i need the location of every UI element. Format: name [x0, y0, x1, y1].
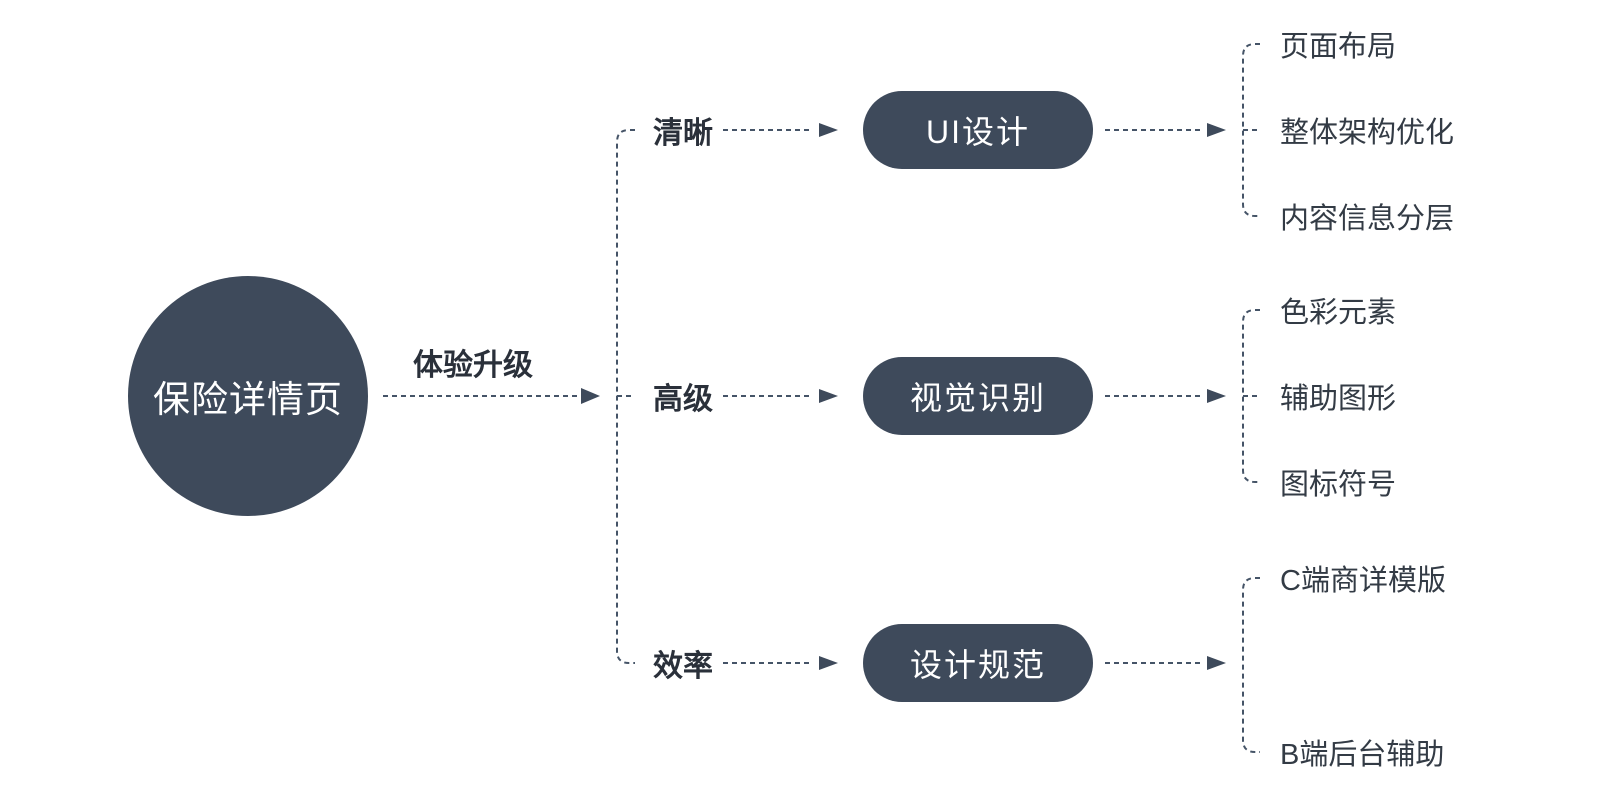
branch-label-clarity: 清晰	[653, 117, 713, 150]
branch-arrowhead-icon-1	[819, 389, 838, 403]
leaf-item: 辅助图形	[1280, 383, 1397, 415]
leaf-item: 色彩元素	[1280, 297, 1397, 329]
main-edge-label: 体验升级	[413, 349, 533, 382]
leaf-item: 内容信息分层	[1280, 203, 1455, 235]
node-design-spec-label: 设计规范	[909, 647, 1046, 683]
branch-arrowhead-icon-2	[819, 656, 838, 670]
leaf-arrowhead-icon-2	[1207, 656, 1226, 670]
node-visual-identity-label: 视觉识别	[909, 380, 1046, 416]
leaf-arrowhead-icon-0	[1207, 123, 1226, 137]
leaf-item: 图标符号	[1280, 469, 1397, 501]
root-node-label: 保险详情页	[153, 379, 343, 420]
leaf-item: 页面布局	[1280, 31, 1397, 63]
branch-label-advanced: 高级	[653, 383, 713, 416]
branch-arrowhead-icon-0	[819, 123, 838, 137]
node-ui-design: UI设计	[863, 91, 1093, 169]
leaf-bracket-2	[1242, 577, 1260, 753]
leaf-item: B端后台辅助	[1280, 739, 1445, 771]
leaf-item: 整体架构优化	[1280, 117, 1455, 149]
root-node: 保险详情页	[128, 276, 368, 516]
main-edge-arrowhead-icon	[581, 388, 600, 404]
branch-label-efficiency: 效率	[653, 650, 713, 683]
leaf-item: C端商详模版	[1280, 565, 1446, 597]
node-visual-identity: 视觉识别	[863, 357, 1093, 435]
leaf-bracket-0	[1242, 43, 1260, 217]
node-ui-design-label: UI设计	[925, 114, 1030, 150]
node-design-spec: 设计规范	[863, 624, 1093, 702]
leaf-arrowhead-icon-1	[1207, 389, 1226, 403]
leaf-bracket-1	[1242, 309, 1260, 483]
